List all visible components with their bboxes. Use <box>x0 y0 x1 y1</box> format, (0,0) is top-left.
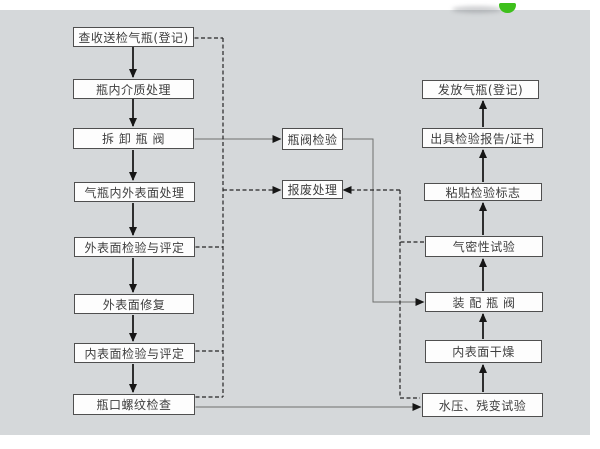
flow-node-surface-treatment: 气瓶内外表面处理 <box>74 182 195 202</box>
flow-node-scrap-disposal: 报废处理 <box>282 180 343 199</box>
flow-node-inner-inspection: 内表面检验与评定 <box>74 343 195 363</box>
flow-node-medium-treatment: 瓶内介质处理 <box>73 79 194 99</box>
watermark-smudge <box>452 6 502 13</box>
flow-node-thread-check: 瓶口螺纹检查 <box>73 394 195 415</box>
flow-node-receive-register: 查收送检气瓶(登记) <box>73 27 194 47</box>
cross-connectors <box>194 135 425 411</box>
cropped-logo-icon <box>499 3 516 13</box>
flow-node-inspection-mark: 粘贴检验标志 <box>424 183 542 201</box>
reject-dashed-paths <box>194 37 424 399</box>
flow-node-valve-inspection: 瓶阀检验 <box>282 128 343 150</box>
flow-node-hydro-test: 水压、残变试验 <box>422 393 543 417</box>
flow-node-remove-valve: 拆 卸 瓶 阀 <box>73 128 194 149</box>
flow-node-airtight-test: 气密性试验 <box>425 236 543 257</box>
flow-node-report-certificate: 出具检验报告/证书 <box>422 128 543 148</box>
flow-node-issue-register: 发放气瓶(登记) <box>422 80 539 99</box>
flow-node-inner-drying: 内表面干燥 <box>425 340 542 363</box>
flow-node-outer-inspection: 外表面检验与评定 <box>74 237 195 257</box>
flow-node-outer-repair: 外表面修复 <box>74 294 194 314</box>
flow-node-assemble-valve: 装 配 瓶 阀 <box>425 292 543 312</box>
